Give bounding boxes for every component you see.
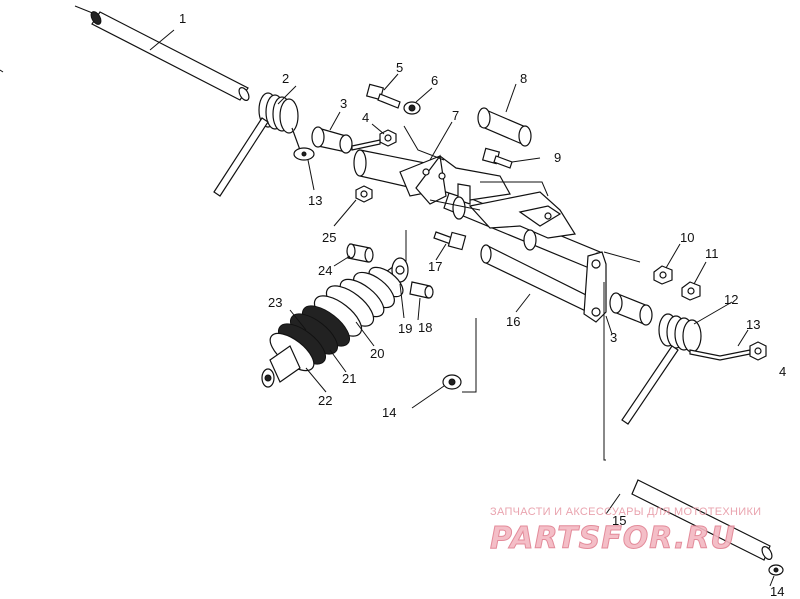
callout-20: 20 xyxy=(370,346,384,361)
torsion-spring-right xyxy=(621,313,767,425)
rear-bracket xyxy=(468,191,576,251)
callout-labels: 1 2 3 4 5 6 7 8 9 10 11 12 13 13 14 14 1… xyxy=(179,11,786,599)
callout-13-right: 13 xyxy=(746,317,760,332)
watermark-tagline: ЗАПЧАСТИ И АКСЕССУАРЫ ДЛЯ МОТОТЕХНИКИ xyxy=(490,506,761,518)
shock-absorber xyxy=(261,257,409,388)
watermark-logo: PARTSFOR.RU xyxy=(490,521,736,556)
callout-16: 16 xyxy=(506,314,520,329)
callout-13-left: 13 xyxy=(308,193,322,208)
callout-7: 7 xyxy=(452,108,459,123)
nuts-10-11 xyxy=(653,265,701,301)
callout-25: 25 xyxy=(322,230,336,245)
bushing-lower xyxy=(609,292,653,326)
washer-14-mid xyxy=(442,374,462,390)
small-hardware-lower xyxy=(346,231,467,299)
torsion-spring-left xyxy=(213,92,315,197)
bolt-9 xyxy=(481,147,513,169)
side-link-plate xyxy=(583,251,607,323)
callout-3-lower: 3 xyxy=(610,330,617,345)
callout-22: 22 xyxy=(318,393,332,408)
callout-21: 21 xyxy=(342,371,356,386)
callout-23: 23 xyxy=(268,295,282,310)
watermark: ЗАПЧАСТИ И АКСЕССУАРЫ ДЛЯ МОТОТЕХНИКИ PA… xyxy=(490,506,762,557)
callout-18: 18 xyxy=(418,320,432,335)
callout-14-mid: 14 xyxy=(382,405,396,420)
callout-5: 5 xyxy=(396,60,403,75)
callout-24: 24 xyxy=(318,263,332,278)
leader-lines xyxy=(0,29,775,587)
callout-1: 1 xyxy=(179,11,186,26)
callout-6: 6 xyxy=(431,73,438,88)
callout-14-bottom: 14 xyxy=(770,584,784,599)
callout-8: 8 xyxy=(520,71,527,86)
roller-8 xyxy=(477,107,532,147)
callout-10: 10 xyxy=(680,230,694,245)
callout-2: 2 xyxy=(282,71,289,86)
callout-15: 15 xyxy=(612,513,626,528)
callout-9: 9 xyxy=(554,150,561,165)
callout-11: 11 xyxy=(705,246,719,261)
callout-17: 17 xyxy=(428,259,442,274)
callout-4: 4 xyxy=(362,110,369,125)
pivot-bracket xyxy=(399,154,511,220)
shaft-lower xyxy=(631,479,784,576)
shaft-upper xyxy=(74,5,250,101)
callout-12: 12 xyxy=(724,292,738,307)
callout-3: 3 xyxy=(340,96,347,111)
bushing-upper xyxy=(311,126,353,154)
callout-19: 19 xyxy=(398,321,412,336)
callout-4-right: 4 xyxy=(779,364,786,379)
